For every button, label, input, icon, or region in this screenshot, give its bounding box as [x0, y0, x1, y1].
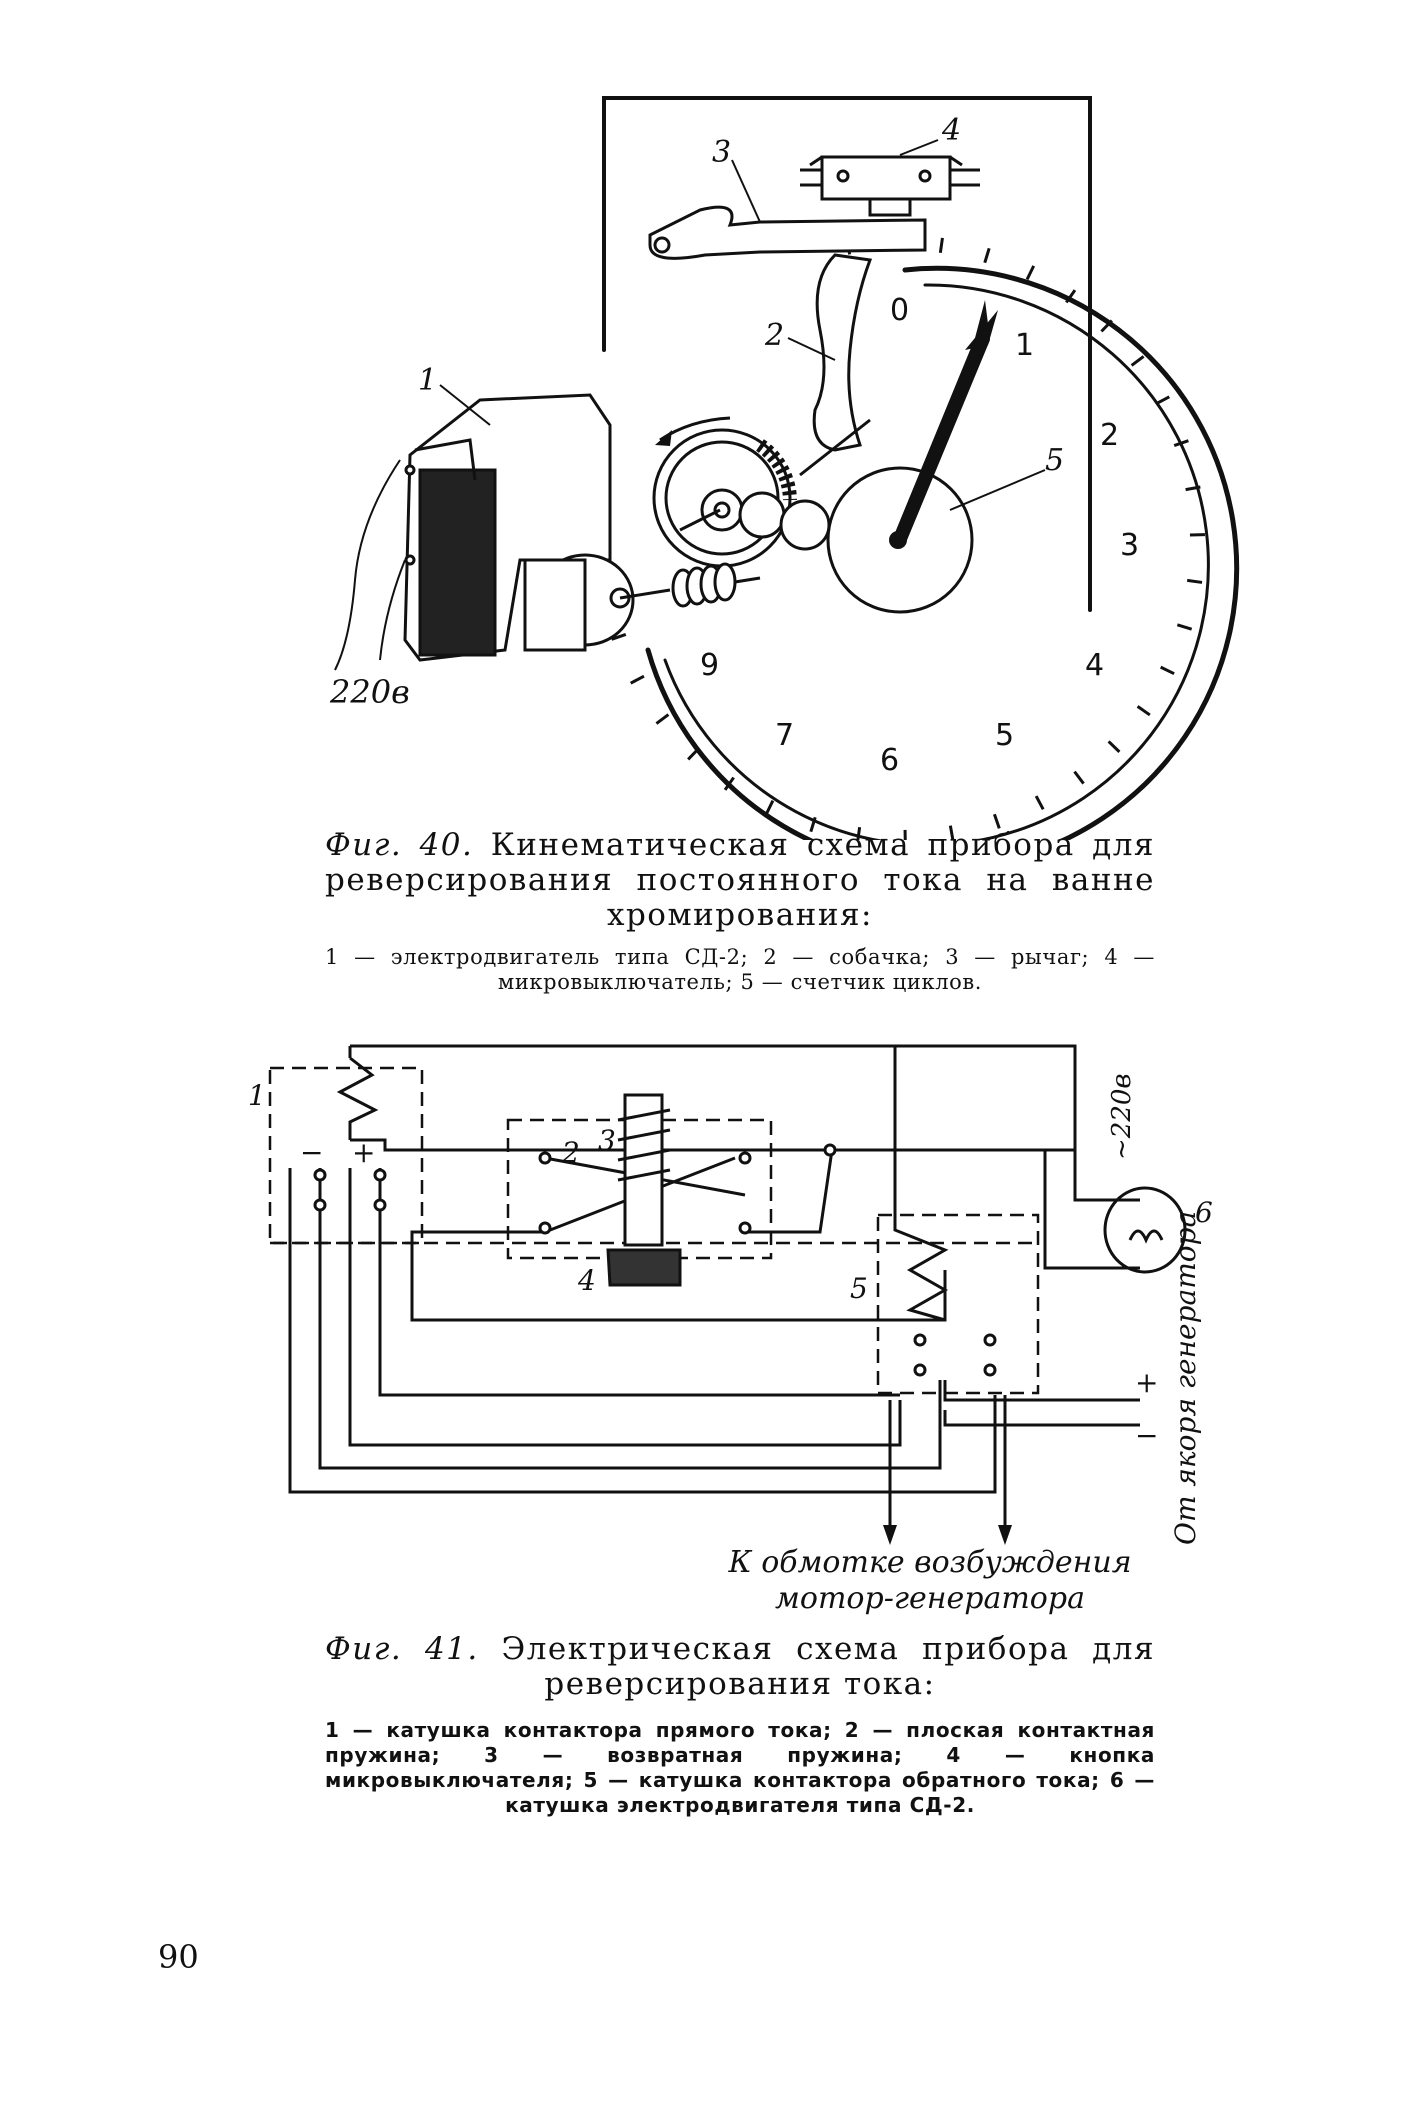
dial-tick [938, 237, 944, 254]
dial-number-9: 9 [700, 648, 719, 683]
dial-tick [1025, 265, 1036, 281]
label-excitation: К обмотке возбуждения мотор-генератора [728, 1545, 1132, 1616]
coil-6 [1103, 1186, 1187, 1274]
dial-number-5: 5 [995, 718, 1014, 753]
dial-number-2: 2 [1100, 418, 1119, 453]
label-5: 5 [850, 1272, 868, 1305]
lever [648, 205, 927, 260]
dial-tick [1136, 705, 1151, 717]
figure-40-legend: 1 — электродвигатель типа СД-2; 2 — соба… [325, 945, 1155, 994]
label-plus-right: + [1135, 1366, 1158, 1399]
dial-tick [1073, 770, 1085, 785]
dial-number-3: 3 [1120, 528, 1139, 563]
dial-tick [856, 826, 862, 840]
label-2: 2 [764, 318, 784, 353]
label-5: 5 [1045, 443, 1064, 478]
dial-tick [1130, 355, 1145, 367]
worm-gear [671, 562, 737, 608]
microswitch-button [606, 1248, 682, 1287]
label-minus-right: − [1135, 1419, 1158, 1452]
label-plus-left: + [352, 1136, 375, 1169]
dial-arc [645, 265, 1240, 840]
figure-41-caption: Фиг. 41. Электрическая схема прибора для… [325, 1632, 1155, 1702]
label-minus-left: − [300, 1136, 323, 1169]
label-armature: От якоря генератора [1169, 1211, 1202, 1545]
dial-number-1: 1 [1015, 328, 1034, 363]
gear-small-3 [779, 499, 831, 551]
dial-tick [1100, 319, 1113, 333]
label-voltage: 220в [329, 673, 410, 711]
label-4: 4 [941, 113, 961, 148]
page-number: 90 [158, 1938, 199, 1976]
figure-41-number: Фиг. 41. [325, 1631, 479, 1667]
return-spring-post [623, 1093, 664, 1247]
dial-number-0: 0 [890, 293, 909, 328]
pawl [812, 253, 873, 452]
label-1: 1 [248, 1079, 266, 1112]
dial-tick [723, 776, 735, 791]
dial-tick [809, 816, 817, 833]
dial-number-6: 6 [880, 743, 899, 778]
coil-5 [893, 1190, 949, 1322]
coil-1 [336, 1056, 379, 1140]
dial-tick [1176, 623, 1193, 631]
label-2: 2 [561, 1136, 580, 1169]
label-1: 1 [418, 363, 437, 398]
dial-tick [983, 247, 991, 264]
dial-tick [1155, 395, 1171, 406]
dial-tick [1185, 485, 1201, 492]
figure-41-title: Электрическая схема прибора для реверсир… [501, 1631, 1156, 1702]
label-3: 3 [598, 1124, 616, 1157]
figure-40-title: Кинематическая схема прибора для реверси… [325, 827, 1155, 933]
dial-number-7: 7 [775, 718, 794, 753]
dial-tick [655, 713, 670, 725]
label-3: 3 [712, 135, 731, 170]
label-4: 4 [577, 1264, 596, 1297]
figure-40-caption: Фиг. 40. Кинематическая схема прибора дл… [325, 828, 1155, 933]
dial-tick [764, 799, 775, 815]
dial-tick [1065, 289, 1077, 304]
dial-tick [629, 674, 645, 685]
dial-tick [1034, 795, 1045, 811]
figure-40-number: Фиг. 40. [325, 827, 474, 863]
label-supply: ~220в [1107, 1073, 1137, 1160]
contactor-5-box [876, 1213, 1040, 1395]
dial-tick [1186, 578, 1203, 584]
dial-tick [948, 825, 955, 840]
dial-tick [1107, 740, 1121, 753]
dial-tick [611, 632, 627, 641]
figure-40-diagram: 0 1 2 3 4 5 6 7 9 [329, 96, 1240, 840]
dial-number-4: 4 [1085, 648, 1104, 683]
dial-pointer [892, 300, 990, 545]
figure-41-legend: 1 — катушка контактора прямого тока; 2 —… [325, 1718, 1155, 1817]
label-6: 6 [1195, 1196, 1213, 1229]
dial-tick [1173, 439, 1189, 448]
dial-tick [992, 813, 1001, 829]
figure-41-diagram: 1 2 3 4 5 6 − + + − ~220в От якоря генер… [248, 1044, 1213, 1545]
dial-tick [1159, 665, 1175, 676]
dial-tick [687, 747, 700, 761]
